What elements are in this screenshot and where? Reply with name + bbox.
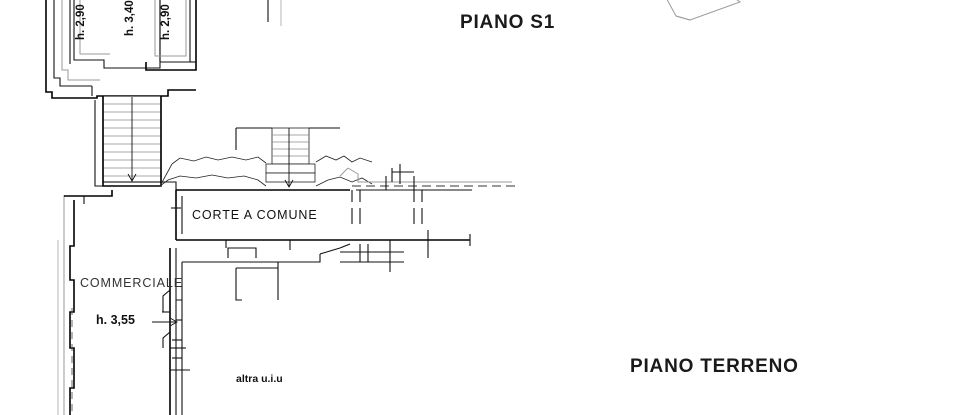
room-label-commerciale: COMMERCIALE [80, 276, 183, 290]
corte-paving-edge [159, 155, 373, 187]
right-wing-walls [227, 164, 512, 258]
altra-uiu-unit [172, 240, 404, 415]
room-label-altra-uiu: altra u.i.u [236, 373, 283, 385]
top-right-angled-detail [666, 0, 742, 21]
floor-title-piano-s1: PIANO S1 [460, 12, 555, 33]
commerciale-unit [57, 190, 190, 415]
basement-room-block [45, 0, 282, 99]
height-label-h-290-right: h. 2,90 [160, 4, 172, 40]
room-label-corte-a-comune: CORTE A COMUNE [192, 208, 318, 222]
floor-title-piano-terreno: PIANO TERRENO [630, 356, 799, 377]
corte-boundary [171, 185, 520, 250]
height-label-h-340-center: h. 3,40 [124, 0, 136, 36]
stair-secondary-center [235, 127, 340, 188]
height-label-h-355-commerciale: h. 3,55 [96, 313, 135, 327]
height-label-h-290-left: h. 2,90 [75, 4, 87, 40]
stair-main-left [94, 95, 177, 190]
